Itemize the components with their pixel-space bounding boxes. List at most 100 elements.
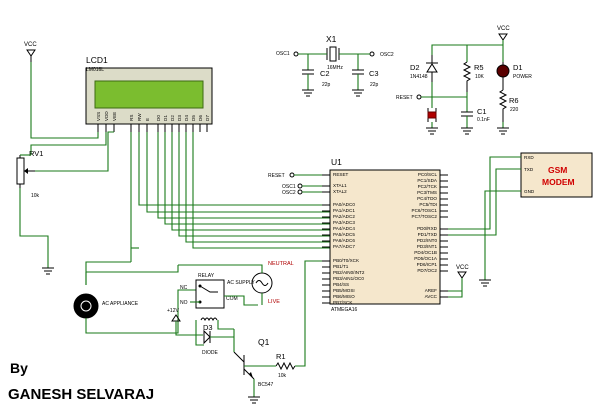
svg-text:C1: C1 xyxy=(477,107,487,116)
svg-text:RELAY: RELAY xyxy=(198,273,215,279)
svg-text:PD1/TXD: PD1/TXD xyxy=(418,232,438,237)
svg-text:PA3/ADC3: PA3/ADC3 xyxy=(333,220,355,225)
lcd-pin-d5: D5 xyxy=(191,115,196,121)
gsm-title-line1: GSM xyxy=(548,165,567,175)
svg-text:AC SUPPLY: AC SUPPLY xyxy=(227,280,255,286)
svg-text:VCC: VCC xyxy=(497,26,510,32)
vcc-left-label: VCC xyxy=(24,42,37,48)
svg-text:RESET: RESET xyxy=(333,172,349,177)
vcc-terminal-avcc: VCC xyxy=(456,265,469,279)
svg-text:PB2/AIN0/INT2: PB2/AIN0/INT2 xyxy=(333,270,365,275)
vcc-terminal-left: VCC xyxy=(24,42,37,62)
transistor-q1[interactable]: Q1 BC547 xyxy=(233,337,274,388)
svg-text:C2: C2 xyxy=(320,69,330,78)
svg-text:220: 220 xyxy=(510,107,519,113)
svg-text:PB4/SS: PB4/SS xyxy=(333,282,349,287)
lcd-pin-vss: VSS xyxy=(96,112,101,121)
svg-text:D1: D1 xyxy=(513,63,523,72)
reset-pushbutton[interactable] xyxy=(427,108,437,122)
svg-text:AVCC: AVCC xyxy=(425,294,438,299)
capacitor-c3[interactable]: C3 22p xyxy=(352,69,379,88)
lcd-pin-rs: RS xyxy=(129,115,134,121)
u1-part-label: ATMEGA16 xyxy=(331,307,358,313)
lcd-pin-vee: VEE xyxy=(112,112,117,121)
capacitor-c2[interactable]: C2 22p xyxy=(302,69,331,88)
lcd-module[interactable]: LCD1 LM016L VSS VDD VEE RS RW E D0 D1 D2… xyxy=(85,55,213,132)
svg-text:PC4/TDO: PC4/TDO xyxy=(417,196,437,201)
capacitor-c1[interactable]: C1 0.1nF xyxy=(461,107,490,123)
ac-appliance-bulb[interactable]: AC APPLIANCE xyxy=(73,293,139,319)
svg-text:PC3/TMS: PC3/TMS xyxy=(417,190,437,195)
relay[interactable]: RELAY NC NO COM xyxy=(180,273,238,322)
svg-text:PC5/TDI: PC5/TDI xyxy=(419,202,437,207)
diode-d2[interactable]: D2 1N4148 xyxy=(410,55,438,82)
svg-text:PB5/MOSI: PB5/MOSI xyxy=(333,288,355,293)
gsm-title-line2: MODEM xyxy=(542,177,575,187)
resistor-r6[interactable]: R6 220 xyxy=(498,89,519,122)
rv1-value-label: 10k xyxy=(31,193,40,199)
osc1-terminal-top: OSC1 xyxy=(276,51,299,57)
svg-text:RESET: RESET xyxy=(268,173,285,179)
svg-text:PD2/INT0: PD2/INT0 xyxy=(417,238,438,243)
svg-text:22p: 22p xyxy=(370,82,379,88)
crystal-x1[interactable]: X1 16MHz xyxy=(326,34,343,71)
svg-text:R1: R1 xyxy=(276,352,286,361)
svg-text:XTAL2: XTAL2 xyxy=(333,189,347,194)
svg-text:PA0/ADC0: PA0/ADC0 xyxy=(333,202,355,207)
svg-text:PB1/T1: PB1/T1 xyxy=(333,264,349,269)
author-by: By xyxy=(10,360,28,376)
svg-text:PD6/ICP1: PD6/ICP1 xyxy=(417,262,438,267)
svg-text:LIVE: LIVE xyxy=(268,299,280,305)
svg-text:PB3/AIN1/OC0: PB3/AIN1/OC0 xyxy=(333,276,364,281)
microcontroller-u1[interactable]: U1 ATMEGA16 RESET XTAL1 XTAL2 PA0/ADC0 P… xyxy=(322,157,448,313)
resistor-r1[interactable]: R1 10k xyxy=(275,352,296,379)
svg-text:XTAL1: XTAL1 xyxy=(333,183,347,188)
rv1-potentiometer[interactable]: RV1 10k xyxy=(16,149,43,199)
svg-text:10K: 10K xyxy=(475,74,485,80)
svg-text:R5: R5 xyxy=(474,63,484,72)
svg-text:DIODE: DIODE xyxy=(202,350,219,356)
svg-text:R6: R6 xyxy=(509,96,519,105)
svg-text:0.1nF: 0.1nF xyxy=(477,117,490,123)
svg-text:PB7/SCK: PB7/SCK xyxy=(333,300,353,305)
svg-text:RXD: RXD xyxy=(524,155,534,160)
svg-text:X1: X1 xyxy=(326,34,337,44)
lcd-pin-d6: D6 xyxy=(198,115,203,121)
svg-text:PA1/ADC1: PA1/ADC1 xyxy=(333,208,355,213)
svg-text:PC0/SCL: PC0/SCL xyxy=(418,172,438,177)
svg-text:OSC2: OSC2 xyxy=(282,190,296,196)
svg-text:OSC1: OSC1 xyxy=(282,184,296,190)
lcd-pin-d0: D0 xyxy=(156,115,161,121)
resistor-r5[interactable]: R5 10K xyxy=(462,61,485,92)
svg-text:C3: C3 xyxy=(369,69,379,78)
svg-text:POWER: POWER xyxy=(513,74,532,80)
svg-text:AREF: AREF xyxy=(425,288,437,293)
svg-text:OSC1: OSC1 xyxy=(276,51,290,57)
svg-text:COM: COM xyxy=(226,296,238,302)
lcd-part-label: LM016L xyxy=(86,67,104,73)
lcd-pin-d1: D1 xyxy=(163,115,168,121)
svg-text:PC7/TOSC2: PC7/TOSC2 xyxy=(412,214,438,219)
gsm-modem[interactable]: RXD TXD GND GSM MODEM xyxy=(520,152,593,198)
svg-text:PD3/INT1: PD3/INT1 xyxy=(417,244,438,249)
svg-text:PD0/RXD: PD0/RXD xyxy=(417,226,438,231)
vcc-terminal-top-right: VCC xyxy=(497,26,510,41)
svg-text:D3: D3 xyxy=(203,323,213,332)
led-d1-power[interactable]: D1 POWER xyxy=(496,62,532,90)
lcd-pin-labels: VSS VDD VEE RS RW E D0 D1 D2 D3 D4 D5 D6… xyxy=(96,111,210,121)
reset-terminal-mcu: RESET xyxy=(268,172,295,179)
svg-text:PA7/ADC7: PA7/ADC7 xyxy=(333,244,355,249)
u1-left-pins: RESET XTAL1 XTAL2 PA0/ADC0 PA1/ADC1 PA2/… xyxy=(333,172,365,305)
rv1-ref-label: RV1 xyxy=(29,149,43,158)
diode-d3[interactable]: D3 DIODE xyxy=(202,323,219,356)
osc2-terminal-mcu: OSC2 xyxy=(282,189,303,196)
lcd-pin-rw: RW xyxy=(137,113,142,121)
svg-text:AC APPLIANCE: AC APPLIANCE xyxy=(102,301,139,307)
svg-text:PD5/OC1A: PD5/OC1A xyxy=(414,256,438,261)
svg-text:1N4148: 1N4148 xyxy=(410,74,428,80)
svg-text:PA6/ADC6: PA6/ADC6 xyxy=(333,238,355,243)
svg-text:PC6/TOSC1: PC6/TOSC1 xyxy=(412,208,438,213)
osc2-terminal-top: OSC2 xyxy=(369,51,394,58)
svg-text:D2: D2 xyxy=(410,63,420,72)
